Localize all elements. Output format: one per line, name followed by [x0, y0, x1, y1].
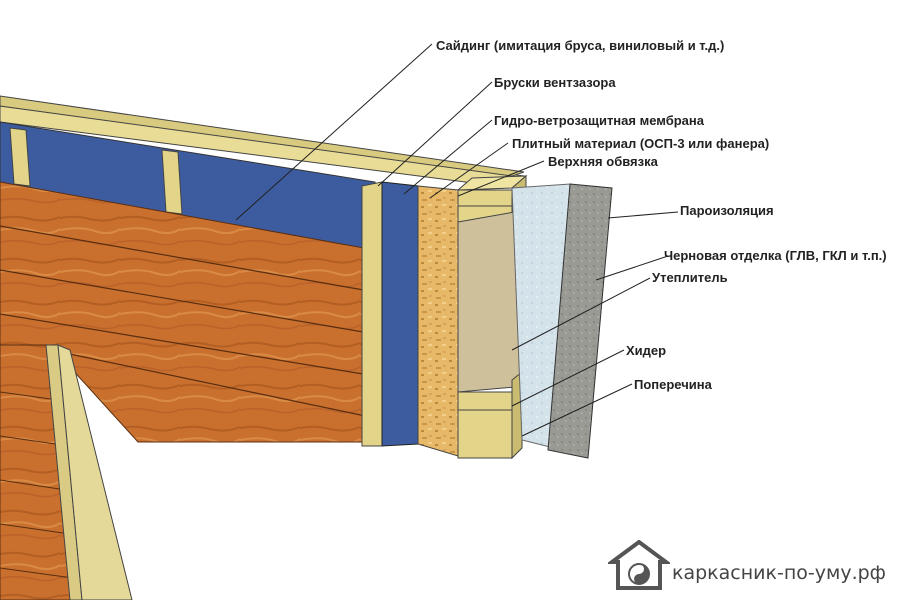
leader-lines — [235, 43, 679, 437]
label-header: Хидер — [626, 343, 667, 358]
batten-end — [361, 181, 383, 447]
label-crossbar: Поперечина — [634, 377, 712, 392]
label-rough-finish: Черновая отделка (ГЛВ, ГКЛ и т.п.) — [664, 248, 887, 263]
label-vapor-barrier: Пароизоляция — [680, 203, 774, 218]
house-yin-yang-icon — [605, 539, 673, 590]
header-block — [457, 370, 523, 460]
rough-finish-board — [547, 183, 613, 459]
opening-jamb — [45, 344, 133, 600]
vent-battens — [9, 127, 183, 215]
label-vent-battens: Бруски вентзазора — [494, 75, 616, 90]
label-top-plate: Верхняя обвязка — [548, 154, 658, 169]
membrane-strip — [381, 181, 419, 447]
osb-sheathing — [417, 185, 459, 457]
watermark: каркасник-по-уму.рф — [605, 539, 898, 592]
label-sheathing: Плитный материал (ОСП-3 или фанера) — [512, 136, 770, 151]
watermark-text: каркасник-по-уму.рф — [672, 562, 886, 584]
label-insulation: Утеплитель — [652, 270, 728, 285]
label-siding: Сайдинг (имитация бруса, виниловый и т.д… — [436, 38, 725, 53]
label-membrane: Гидро-ветрозащитная мембрана — [494, 113, 704, 128]
